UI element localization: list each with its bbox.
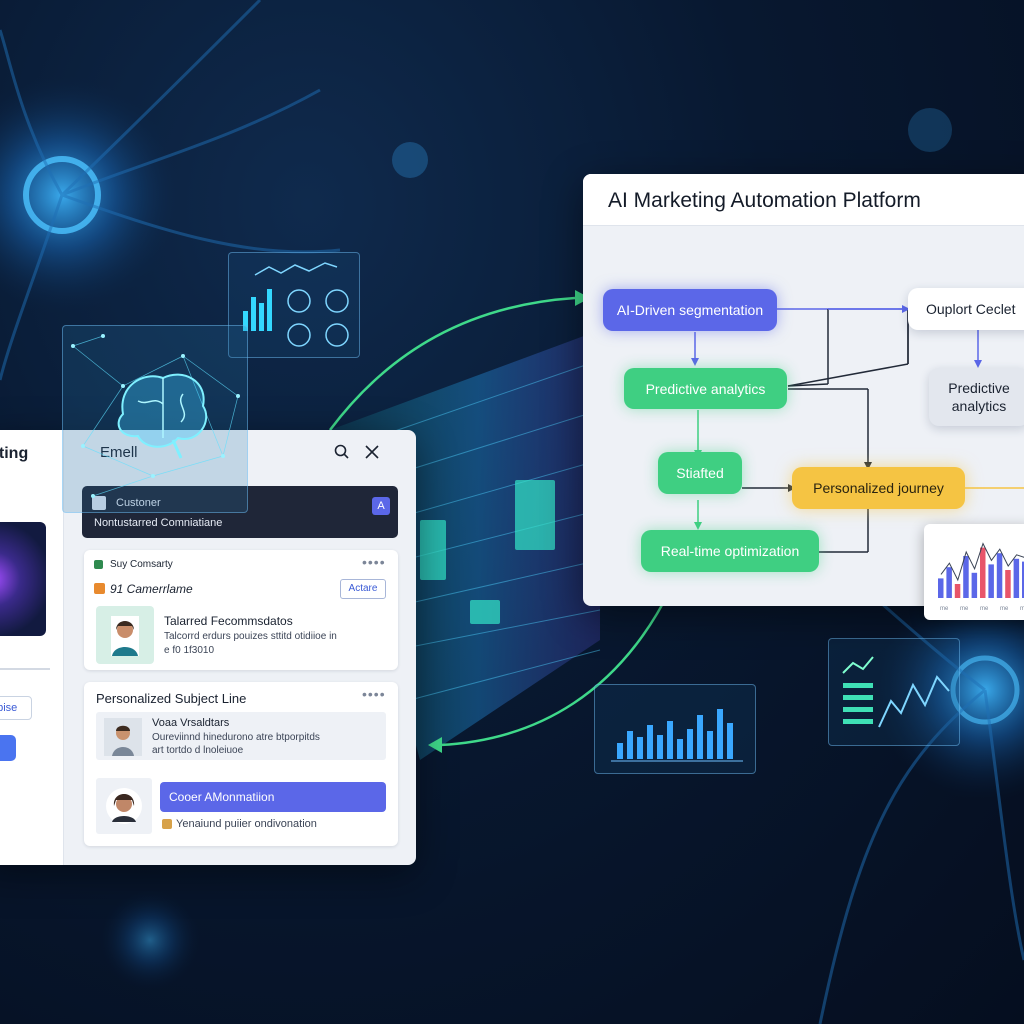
bar-chart-widget-graphic [611,709,743,762]
sidebar-divider [0,668,50,670]
ai-brain-widget [62,325,248,513]
analytics-widget [228,252,360,358]
recommendation-avatar [96,606,154,664]
mini-chart-tick-label: me [1000,606,1009,612]
flow-connectors [691,305,1024,553]
mini-chart-bar [1005,570,1011,598]
mini-chart-tick-label: me [1020,606,1024,612]
sidebar-title: eting [0,445,29,462]
recommendation-header: Suy Comsarty [110,559,173,570]
mini-chart-tick-label: me [940,606,949,612]
mini-bar-chart: me me me me me [938,542,1024,612]
mini-chart-bar [938,578,944,598]
node-realtime-optimization[interactable]: Real-time optimization [641,530,819,572]
subject-person-row: Voaa Vrsaldtars Oureviinnd hinedurono at… [96,712,386,760]
person-avatar-icon [112,725,134,756]
more-options-icon[interactable]: •••• [362,554,386,570]
email-panel: eting abise Emell Custoner Nontustarred … [0,430,416,865]
mini-chart-bar [954,584,961,598]
mini-chart-bar [963,556,969,598]
node-predictive-analytics[interactable]: Predictive analytics [624,368,787,409]
person-avatar-icon [111,616,139,656]
node-segmentation[interactable]: AI-Driven segmentation [603,289,777,331]
subject-action-button[interactable]: Cooer AMonmatiion [160,782,386,812]
recommendation-item-title: Talarred Fecommsdatos [164,614,293,628]
recommendation-item-code: e f0 1f3010 [164,645,215,656]
customer-card-subtitle: Nontustarred Comniatiane [94,517,223,529]
mini-chart-bar [1022,561,1024,598]
subject-person-name: Voaa Vrsaldtars [152,717,230,729]
subject-line-card: Personalized Subject Line •••• Voaa Vrsa… [84,682,398,846]
mini-chart-bar [980,547,986,598]
brain-icon [71,334,240,498]
search-icon[interactable] [332,442,352,462]
more-options-icon[interactable]: •••• [362,686,386,702]
sidebar-input[interactable]: abise [0,696,32,720]
recommendation-name-icon [94,583,105,594]
customer-card[interactable]: Custoner Nontustarred Comniatiane A [82,486,398,538]
subject-footer-text: Yenaiund puiier ondivonation [176,818,317,830]
bar-chart-widget [594,684,756,774]
subject-line-title: Personalized Subject Line [96,691,247,706]
recommendation-name: 91 Camerrlame [110,582,193,596]
recommendation-item-text: Talcorrd erdurs pouizes sttitd otidiioe … [164,631,337,642]
mini-chart-trend-line [940,542,1024,582]
mini-chart-bar [1013,558,1020,598]
sidebar-preview-image [0,522,46,636]
flow-panel-header: AI Marketing Automation Platform [583,174,1024,226]
recommendation-header-icon [94,560,103,569]
analytics-widget-icons [243,262,349,347]
mini-chart-bar [946,567,952,598]
customer-card-title: Custoner [116,497,161,509]
line-chart-widget-graphic [842,656,950,728]
node-ouplort-ceclet[interactable]: Ouplort Ceclet [908,288,1024,330]
mini-chart-tick-label: me [960,606,969,612]
recommendation-card: Suy Comsarty •••• 91 Camerrlame Actare T… [84,550,398,670]
line-chart-widget [828,638,960,746]
mini-chart-bar [971,572,978,598]
close-icon[interactable] [362,442,382,462]
email-topbar: Emell [64,430,416,474]
subject-person-text-1: Oureviinnd hinedurono atre btporpitds [152,732,320,743]
sidebar-button[interactable] [0,735,16,761]
mini-chart-tick-label: me [980,606,989,612]
tab-email[interactable]: Emell [100,444,138,461]
subject-person-avatar [104,718,142,756]
subject-person-text-2: art tortdo d lnoleiuoe [152,745,244,756]
node-predictive-analytics-2[interactable]: Predictive analytics [929,368,1024,426]
node-started[interactable]: Stiafted [658,452,742,494]
subject-action-avatar [96,778,152,834]
mini-chart-bar [996,553,1003,598]
mini-chart-bar [988,564,994,598]
flow-panel-title: AI Marketing Automation Platform [608,189,921,212]
mini-bar-chart-card: me me me me me [924,524,1024,620]
subject-footer-icon [162,819,172,829]
email-sidebar: eting abise [0,430,64,865]
recommendation-action-button[interactable]: Actare [340,579,386,599]
customer-card-icon [92,496,106,510]
customer-card-badge[interactable]: A [372,497,390,515]
person-avatar-icon [106,788,142,824]
node-personalized-journey[interactable]: Personalized journey [792,467,965,509]
